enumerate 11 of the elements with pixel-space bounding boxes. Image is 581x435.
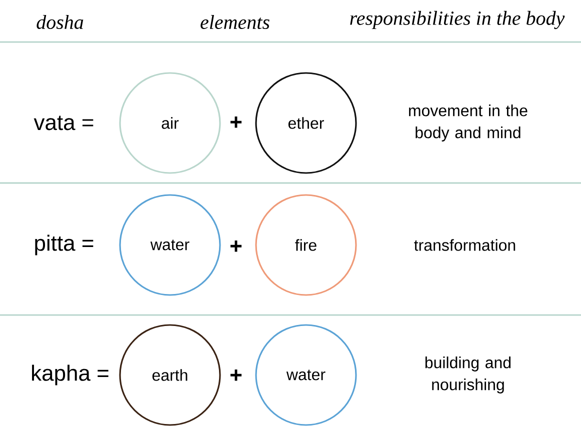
column-heading: elements: [200, 14, 270, 30]
plus-sign: +: [230, 370, 242, 381]
column-heading: dosha: [36, 14, 84, 30]
plus-sign: +: [230, 116, 242, 128]
responsibility-text: transformation: [414, 239, 516, 251]
dosha-label: pitta =: [35, 234, 94, 256]
plus-sign: +: [230, 240, 242, 252]
column-heading: responsibilities in the body: [350, 10, 565, 30]
responsibility-text: building and nourishing: [425, 356, 511, 394]
dosha-label: vata =: [34, 116, 94, 130]
responsibility-text: movement in the body and mind: [409, 104, 528, 142]
